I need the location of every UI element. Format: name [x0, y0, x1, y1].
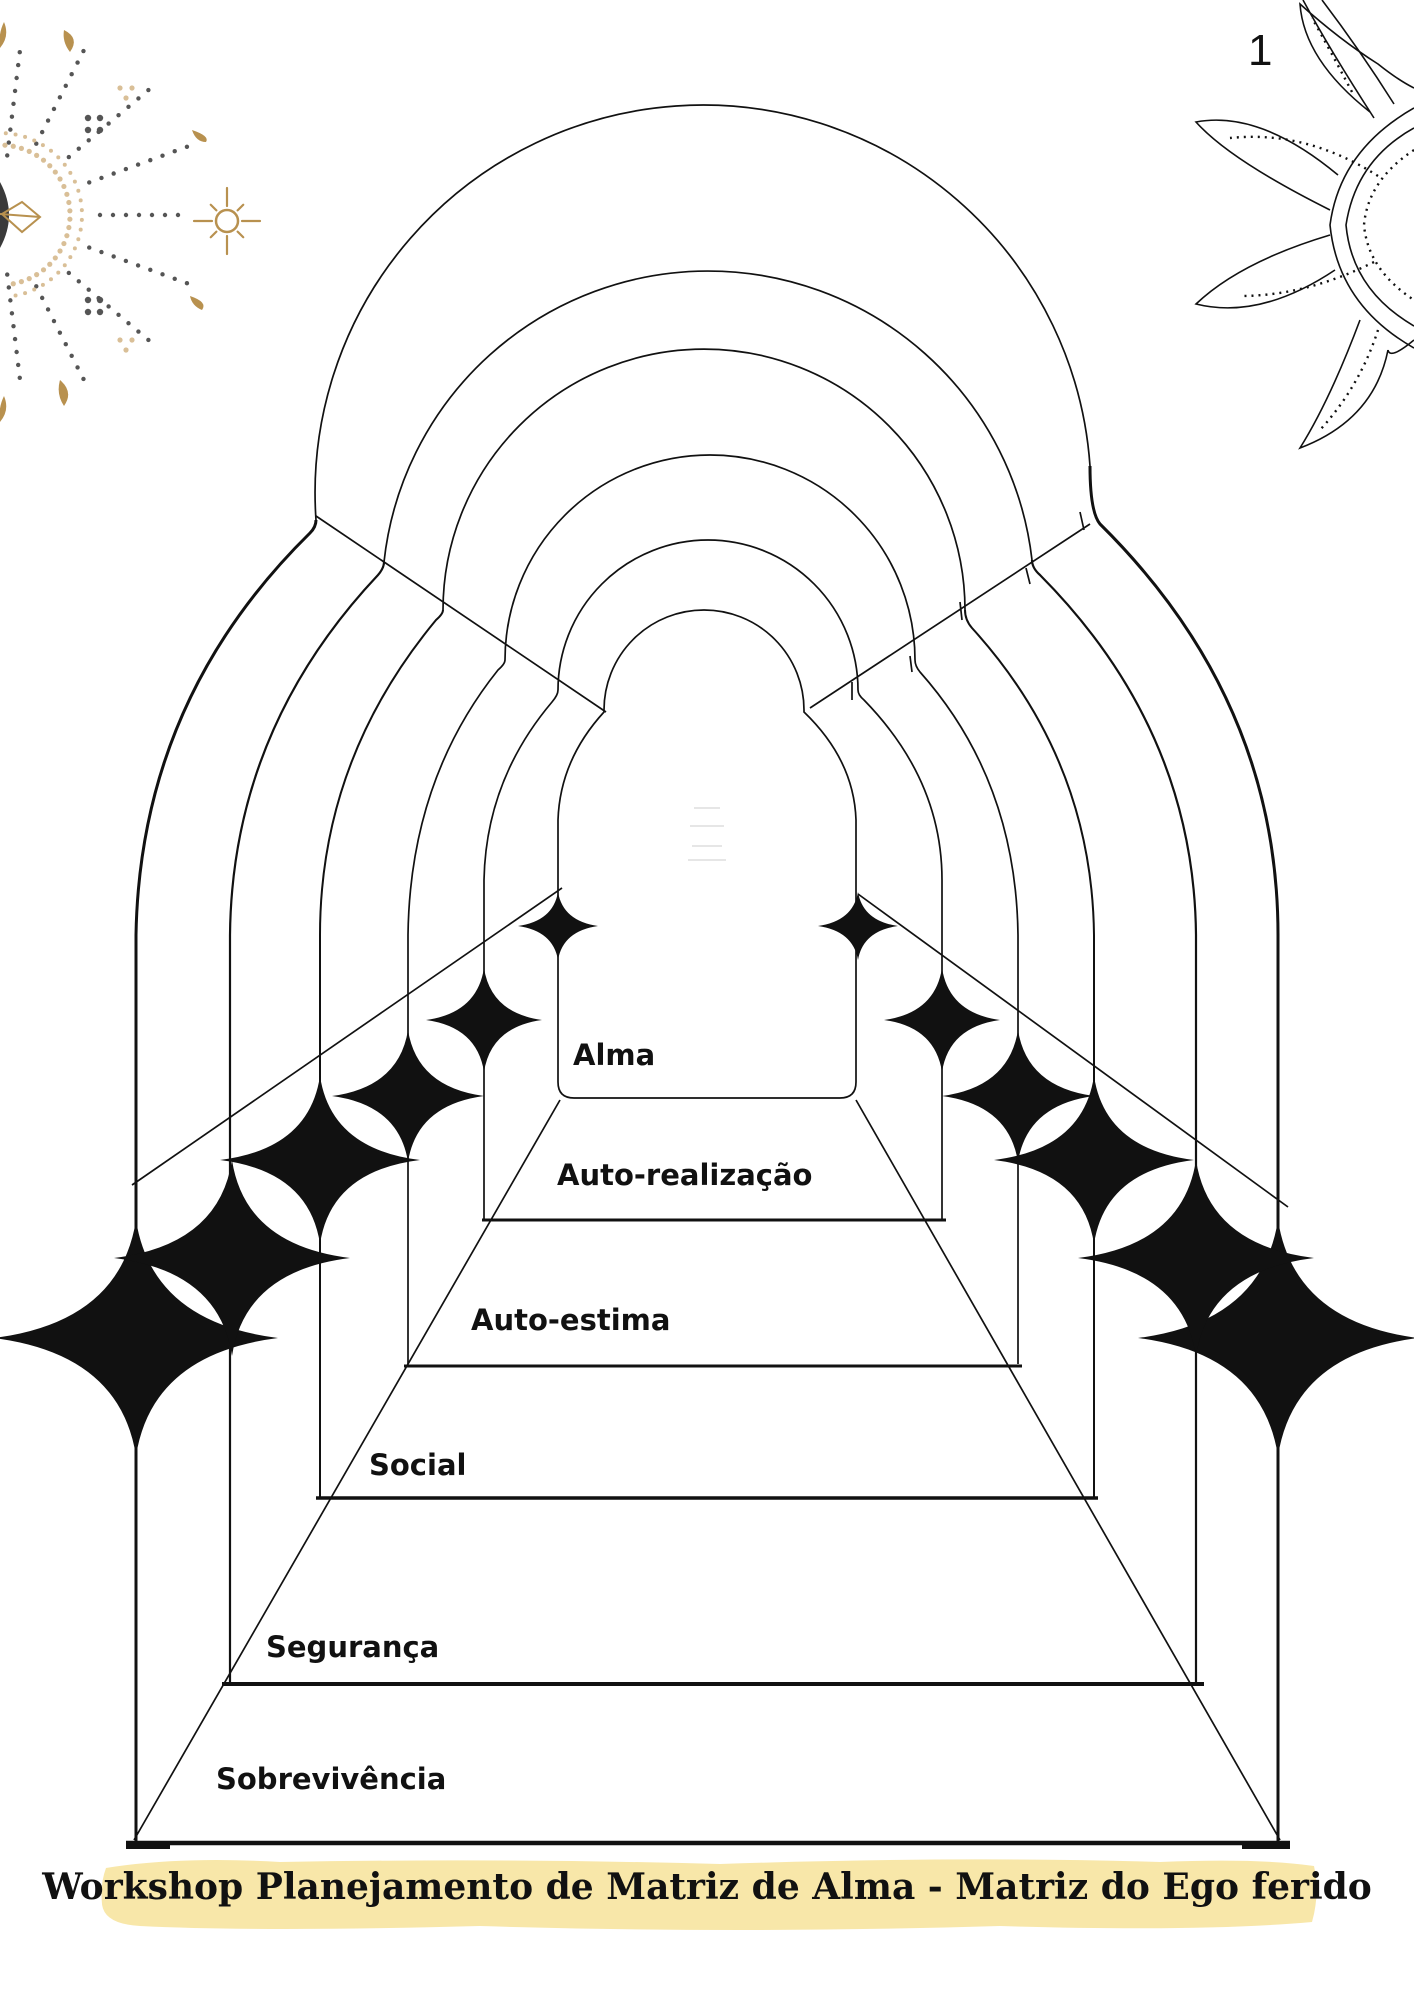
- diag-lower-left: [131, 887, 563, 1186]
- four-point-star-icon: [1078, 1160, 1314, 1356]
- four-point-star-icon: [0, 1220, 278, 1456]
- four-point-star-icon: [426, 968, 542, 1072]
- floor-steps: [126, 1218, 1290, 1849]
- tick-2: [1025, 567, 1031, 585]
- small-sun-icon: [192, 186, 262, 256]
- arch-1-right: [1088, 465, 1280, 1842]
- footer-highlight: [101, 1859, 1317, 1930]
- tick-4: [909, 655, 913, 673]
- page-number: 1: [1248, 26, 1273, 75]
- arch-3-left: [319, 609, 444, 1498]
- four-point-star-icon: [884, 968, 1000, 1072]
- tick-3: [959, 601, 963, 621]
- faint-marks: [688, 807, 726, 861]
- arch-5-top: [557, 539, 859, 691]
- arch-4-right: [914, 659, 1019, 1364]
- four-point-star-icon: [994, 1076, 1194, 1244]
- arch-1-left: [134, 519, 318, 1842]
- diag-lower-right: [857, 893, 1289, 1208]
- arch-5-right: [857, 689, 943, 1220]
- four-point-star-icon: [332, 1030, 484, 1162]
- arch-6-left: [557, 710, 605, 1099]
- arch-2-right: [1030, 559, 1198, 1682]
- four-point-star-icon: [518, 892, 598, 960]
- arch-2-left: [228, 561, 386, 1682]
- four-point-star-icon: [220, 1076, 420, 1244]
- tick-1: [1079, 511, 1085, 531]
- sunburst-ornament: [0, 22, 262, 422]
- level-label-social: Social: [369, 1448, 467, 1482]
- level-label-auto-realizacao: Auto-realização: [557, 1158, 813, 1192]
- diag-upper-right: [809, 523, 1091, 709]
- level-label-auto-estima: Auto-estima: [471, 1303, 671, 1337]
- arch-3-right: [964, 609, 1095, 1498]
- arch-6-top: [603, 609, 805, 711]
- four-point-star-icon: [1138, 1220, 1414, 1456]
- arch-4-top: [504, 454, 916, 661]
- level-label-seguranca: Segurança: [266, 1630, 440, 1664]
- floor-right: [855, 1099, 1281, 1841]
- four-point-star-icon: [818, 892, 898, 960]
- footer-title: Workshop Planejamento de Matriz de Alma …: [42, 1866, 1372, 1908]
- floor-left: [133, 1099, 561, 1841]
- four-point-star-icon: [114, 1160, 350, 1356]
- arch-5-left: [483, 689, 559, 1220]
- sun-icon: [1194, 0, 1414, 450]
- level-label-sobrevivencia: Sobrevivência: [216, 1762, 447, 1796]
- level-label-alma: Alma: [573, 1038, 656, 1072]
- arch-4-left: [407, 659, 506, 1364]
- arch-1-top: [314, 104, 1091, 521]
- sparkles-group: [0, 892, 1414, 1456]
- arches: [131, 104, 1289, 1842]
- four-point-star-icon: [942, 1030, 1094, 1162]
- diag-upper-left: [315, 515, 607, 713]
- arch-6-right: [803, 710, 857, 1099]
- arch-3-top: [442, 348, 966, 611]
- arch-2-top: [383, 270, 1033, 563]
